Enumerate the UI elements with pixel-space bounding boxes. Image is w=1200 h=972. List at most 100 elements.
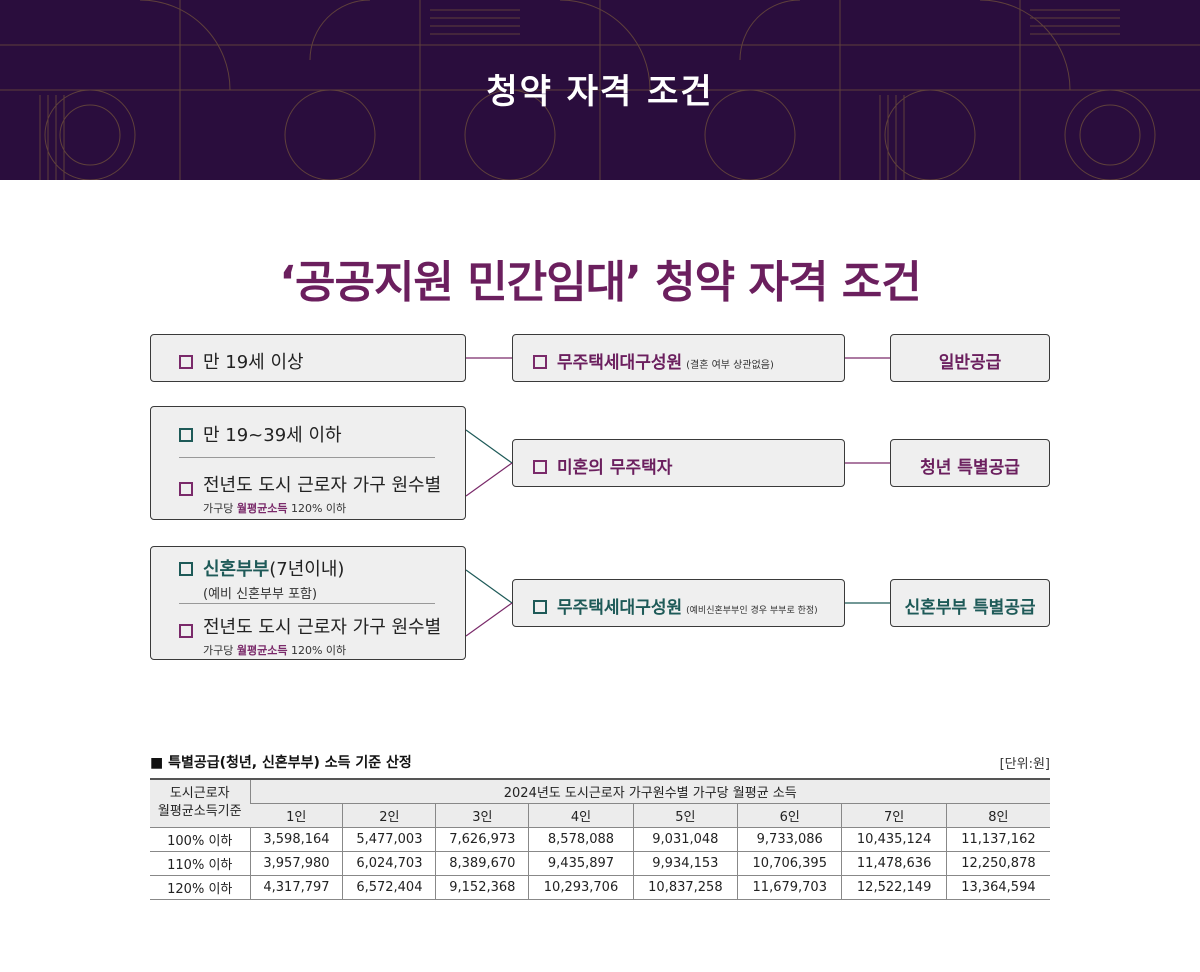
condition-subtext: 가구당 월평균소득 120% 이하 [203, 642, 441, 658]
table-cell: 8,389,670 [435, 851, 529, 876]
subtext-highlight: 월평균소득 [236, 644, 288, 657]
checkbox-icon [179, 624, 193, 638]
table-cell: 11,679,703 [737, 875, 842, 900]
table-cell: 12,250,878 [945, 851, 1050, 876]
table-cell: 6,572,404 [342, 875, 436, 900]
table-row: 100% 이하 3,598,164 5,477,003 7,626,973 8,… [150, 827, 1050, 852]
condition-text: 전년도 도시 근로자 가구 원수별 [203, 617, 442, 638]
column-header: 4인 [528, 803, 634, 828]
requirement-box-youth: 미혼의 무주택자 [512, 439, 845, 487]
requirement-text: 미혼의 무주택자 [557, 458, 673, 478]
subtext-suffix: 120% 이하 [287, 644, 347, 657]
checkbox-icon [533, 355, 547, 369]
result-box-youth: 청년 특별공급 [890, 439, 1050, 487]
table-cell: 11,137,162 [945, 827, 1050, 852]
subtext-suffix: 120% 이하 [287, 502, 347, 515]
table-title: ■ 특별공급(청년, 신혼부부) 소득 기준 산정 [150, 755, 412, 771]
table-cell: 5,477,003 [342, 827, 436, 852]
condition-box-youth: 만 19~39세 이하 전년도 도시 근로자 가구 원수별 가구당 월평균소득 … [150, 406, 466, 520]
table-cell: 11,478,636 [841, 851, 947, 876]
table-row: 110% 이하 3,957,980 6,024,703 8,389,670 9,… [150, 851, 1050, 876]
result-label: 청년 특별공급 [920, 458, 1020, 478]
condition-highlight: 신혼부부 [203, 559, 270, 580]
checkbox-icon [179, 355, 193, 369]
table-cell: 6,024,703 [342, 851, 436, 876]
banner-title: 청약 자격 조건 [486, 72, 714, 112]
divider [179, 457, 435, 458]
table-cell: 10,706,395 [737, 851, 842, 876]
condition-item: 신혼부부(7년이내) (예비 신혼부부 포함) [179, 555, 344, 602]
table-cell: 10,435,124 [841, 827, 947, 852]
row-label: 100% 이하 [150, 827, 250, 852]
condition-box-general: 만 19세 이상 [150, 334, 466, 382]
table-cell: 7,626,973 [435, 827, 529, 852]
table-cell: 4,317,797 [249, 875, 343, 900]
condition-item: 전년도 도시 근로자 가구 원수별 가구당 월평균소득 120% 이하 [179, 613, 441, 658]
condition-item: 만 19세 이상 [179, 348, 304, 374]
table-cell: 9,934,153 [632, 851, 738, 876]
requirement-text: 무주택세대구성원 [557, 353, 683, 373]
divider [179, 603, 435, 604]
requirement-text: 무주택세대구성원 [557, 598, 683, 618]
column-header: 5인 [632, 803, 738, 828]
checkbox-icon [179, 562, 193, 576]
column-header: 8인 [945, 803, 1050, 828]
requirement-item: 미혼의 무주택자 [533, 453, 672, 478]
table-unit: [단위:원] [999, 757, 1050, 772]
row-label: 110% 이하 [150, 851, 250, 876]
page-title: ‘공공지원 민간임대’ 청약 자격 조건 [279, 257, 921, 308]
income-table: 도시근로자 월평균소득기준 2024년도 도시근로자 가구원수별 가구당 월평균… [150, 778, 1050, 900]
condition-text: 만 19~39세 이하 [203, 425, 342, 446]
condition-text: (7년이내) [269, 559, 345, 580]
checkbox-icon [179, 428, 193, 442]
column-header: 6인 [737, 803, 842, 828]
subtext-prefix: 가구당 [203, 644, 237, 657]
table-group-header: 2024년도 도시근로자 가구원수별 가구당 월평균 소득 [249, 778, 1050, 804]
result-label: 신혼부부 특별공급 [904, 598, 1036, 618]
rowhead-header-line: 도시근로자 [169, 786, 230, 802]
column-header: 3인 [435, 803, 529, 828]
table-cell: 13,364,594 [945, 875, 1050, 900]
table-cell: 9,031,048 [632, 827, 738, 852]
requirement-note: (예비신혼부부인 경우 부부로 한정) [686, 606, 818, 616]
row-label: 120% 이하 [150, 875, 250, 900]
requirement-box-general: 무주택세대구성원(결혼 여부 상관없음) [512, 334, 845, 382]
table-cell: 9,733,086 [737, 827, 842, 852]
subtext-prefix: 가구당 [203, 502, 237, 515]
requirement-item: 무주택세대구성원(결혼 여부 상관없음) [533, 348, 774, 373]
table-cell: 9,435,897 [528, 851, 634, 876]
condition-text: 전년도 도시 근로자 가구 원수별 [203, 475, 442, 496]
condition-item: 전년도 도시 근로자 가구 원수별 가구당 월평균소득 120% 이하 [179, 471, 441, 516]
result-label: 일반공급 [938, 353, 1002, 373]
column-header: 7인 [841, 803, 947, 828]
requirement-item: 무주택세대구성원(예비신혼부부인 경우 부부로 한정) [533, 593, 818, 618]
header-banner: 청약 자격 조건 [0, 0, 1200, 180]
table-cell: 10,293,706 [528, 875, 634, 900]
table-cell: 9,152,368 [435, 875, 529, 900]
column-header: 2인 [342, 803, 436, 828]
condition-box-newlywed: 신혼부부(7년이내) (예비 신혼부부 포함) 전년도 도시 근로자 가구 원수… [150, 546, 466, 660]
table-row: 120% 이하 4,317,797 6,572,404 9,152,368 10… [150, 875, 1050, 900]
result-box-general: 일반공급 [890, 334, 1050, 382]
table-cell: 8,578,088 [528, 827, 634, 852]
decorative-pattern [0, 0, 1200, 180]
condition-item: 만 19~39세 이하 [179, 421, 342, 447]
table-cell: 12,522,149 [841, 875, 947, 900]
condition-subtext: (예비 신혼부부 포함) [203, 587, 318, 602]
column-header: 1인 [250, 803, 343, 828]
table-cell: 3,598,164 [249, 827, 343, 852]
subtext-highlight: 월평균소득 [236, 502, 288, 515]
checkbox-icon [179, 482, 193, 496]
table-column-headers: 1인 2인 3인 4인 5인 6인 7인 8인 [150, 803, 1050, 828]
checkbox-icon [533, 600, 547, 614]
result-box-newlywed: 신혼부부 특별공급 [890, 579, 1050, 627]
table-cell: 3,957,980 [249, 851, 343, 876]
checkbox-icon [533, 460, 547, 474]
requirement-box-newlywed: 무주택세대구성원(예비신혼부부인 경우 부부로 한정) [512, 579, 845, 627]
table-cell: 10,837,258 [632, 875, 738, 900]
condition-text: 만 19세 이상 [203, 352, 304, 373]
table-rowhead-header: 도시근로자 월평균소득기준 [150, 778, 250, 828]
requirement-note: (결혼 여부 상관없음) [686, 360, 774, 371]
rowhead-header-line: 월평균소득기준 [157, 804, 242, 820]
